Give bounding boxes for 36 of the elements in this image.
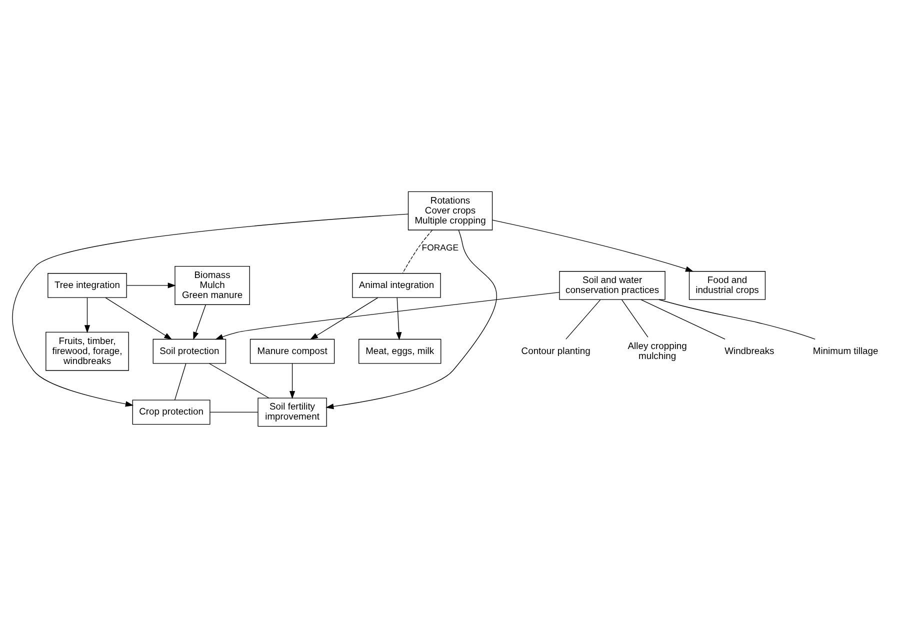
arrow — [492, 219, 694, 272]
node-box: Soil and water conservation practices — [559, 270, 666, 300]
arrow — [105, 296, 172, 340]
node-box: Tree integration — [48, 272, 127, 298]
node-box: Soil protection — [152, 338, 226, 364]
node-box: Biomass Mulch Green manure — [174, 265, 250, 304]
connector — [640, 298, 726, 340]
arrow — [215, 291, 560, 340]
node-box: Crop protection — [132, 399, 210, 424]
connector — [402, 229, 433, 274]
connector — [622, 299, 648, 338]
arrow — [289, 362, 296, 399]
arrow — [193, 304, 206, 340]
edge-label: FORAGE — [422, 242, 459, 252]
node-box: Manure compost — [250, 338, 335, 364]
node-box: Meat, eggs, milk — [358, 338, 442, 364]
connector — [210, 411, 258, 412]
connector — [658, 298, 816, 339]
connector — [174, 362, 186, 400]
node-box: Rotations Cover crops Multiple cropping — [408, 190, 493, 230]
arrow — [12, 213, 409, 406]
arrow — [310, 296, 378, 340]
connector — [208, 362, 270, 398]
arrow — [126, 282, 176, 288]
connector — [566, 299, 601, 339]
node-box: Fruits, timber, firewood, forage, windbreaks — [46, 331, 129, 370]
arrow — [326, 229, 497, 409]
node-text: Alley cropping mulching — [628, 339, 687, 360]
node-box: Soil fertility improvement — [258, 397, 327, 426]
node-text: Windbreaks — [724, 344, 774, 356]
node-text: Contour planting — [521, 344, 590, 356]
arrow — [396, 296, 402, 340]
node-box: Food and industrial crops — [688, 270, 766, 300]
node-box: Animal integration — [352, 272, 441, 298]
node-text: Minimum tillage — [812, 344, 878, 356]
arrow — [84, 296, 90, 333]
